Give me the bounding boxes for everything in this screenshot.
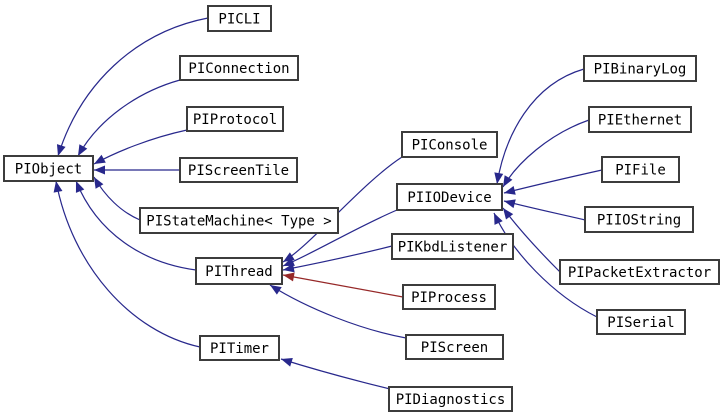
class-node-box[interactable] xyxy=(199,335,280,361)
class-node-box[interactable] xyxy=(559,259,720,285)
class-node-box[interactable] xyxy=(401,131,498,158)
arrowhead-PIScreen-to-PIThread xyxy=(270,285,282,295)
class-node-PIObject[interactable]: PIObject xyxy=(3,155,94,182)
class-node-box[interactable] xyxy=(3,155,94,182)
class-node-label: PIKbdListener xyxy=(398,240,508,256)
arrowhead-PIProtocol-to-PIObject xyxy=(94,154,106,164)
class-node-label: PIProtocol xyxy=(193,112,277,128)
inheritance-edge-PITimer-to-PIObject xyxy=(55,180,201,348)
class-node-label: PIScreenTile xyxy=(188,163,289,179)
class-node-label: PIIODevice xyxy=(407,190,491,206)
class-node-PIPacketExtractor[interactable]: PIPacketExtractor xyxy=(559,259,720,285)
class-node-label: PICLI xyxy=(218,12,260,28)
class-node-PIProcess[interactable]: PIProcess xyxy=(402,284,496,310)
inheritance-edge-PICLI-to-PIObject xyxy=(57,17,209,157)
arrowhead-PITimer-to-PIObject xyxy=(53,181,63,193)
class-node-label: PITimer xyxy=(210,341,269,357)
class-node-PIScreen[interactable]: PIScreen xyxy=(405,334,504,360)
class-node-label: PIFile xyxy=(615,163,666,179)
class-node-label: PIScreen xyxy=(421,340,488,356)
inheritance-edge-PIScreen-to-PIThread xyxy=(269,284,407,339)
class-node-box[interactable] xyxy=(186,106,284,132)
class-node-label: PISerial xyxy=(607,315,674,331)
class-node-box[interactable] xyxy=(391,233,514,260)
arrowhead-PIThread-to-PIObject xyxy=(75,181,85,193)
class-node-label: PIEthernet xyxy=(598,113,682,129)
class-node-PISerial[interactable]: PISerial xyxy=(596,309,686,335)
class-node-PIFile[interactable]: PIFile xyxy=(601,156,680,183)
arrowhead-PIConnection-to-PIObject xyxy=(78,144,88,156)
class-node-box[interactable] xyxy=(588,106,692,133)
inheritance-edge-PIProcess-to-PIThread xyxy=(282,274,404,298)
arrowhead-PIBinaryLog-to-PIIODevice xyxy=(494,172,504,184)
arrowhead-PIFile-to-PIIODevice xyxy=(504,185,516,195)
inheritance-edge-PIEthernet-to-PIIODevice xyxy=(502,119,590,188)
inheritance-edge-PIFile-to-PIIODevice xyxy=(503,169,603,194)
arrowhead-PIDiagnostics-to-PITimer xyxy=(281,357,293,367)
inheritance-edge-PIBinaryLog-to-PIIODevice xyxy=(496,68,585,185)
class-node-PICLI[interactable]: PICLI xyxy=(207,5,272,32)
class-node-label: PIPacketExtractor xyxy=(568,265,711,281)
class-node-box[interactable] xyxy=(179,157,298,183)
class-node-label: PIConnection xyxy=(188,61,289,77)
arrowhead-PICLI-to-PIObject xyxy=(56,144,66,156)
arrowhead-PIEthernet-to-PIIODevice xyxy=(503,175,513,187)
class-node-box[interactable] xyxy=(207,5,272,32)
class-node-PIThread[interactable]: PIThread xyxy=(195,257,283,285)
class-node-box[interactable] xyxy=(179,55,299,81)
arrowhead-PIPacketExtractor-to-PIIODevice xyxy=(503,208,514,220)
class-node-label: PIBinaryLog xyxy=(594,62,687,78)
class-node-box[interactable] xyxy=(388,386,513,412)
class-node-box[interactable] xyxy=(584,206,694,233)
inheritance-edge-PIIOString-to-PIIODevice xyxy=(503,200,586,221)
class-node-box[interactable] xyxy=(596,309,686,335)
arrowhead-PIProcess-to-PIThread xyxy=(283,272,295,282)
arrowhead-PIKbdListener-to-PIThread xyxy=(283,263,295,273)
arrowhead-PIIOString-to-PIIODevice xyxy=(504,199,516,209)
class-node-PIScreenTile[interactable]: PIScreenTile xyxy=(179,157,298,183)
class-node-box[interactable] xyxy=(601,156,680,183)
class-node-box[interactable] xyxy=(583,55,697,82)
class-node-label: PIProcess xyxy=(411,290,487,306)
class-node-PIBinaryLog[interactable]: PIBinaryLog xyxy=(583,55,697,82)
class-node-box[interactable] xyxy=(396,183,503,211)
class-node-box[interactable] xyxy=(402,284,496,310)
class-node-label: PIObject xyxy=(15,162,82,178)
class-node-label: PIIOString xyxy=(597,213,681,229)
inheritance-edge-PIProtocol-to-PIObject xyxy=(93,129,188,165)
class-node-PIConsole[interactable]: PIConsole xyxy=(401,131,498,158)
arrowhead-PIScreenTile-to-PIObject xyxy=(94,165,105,175)
arrowhead-PIStateMachine-to-PIObject xyxy=(94,177,104,189)
class-node-PIProtocol[interactable]: PIProtocol xyxy=(186,106,284,132)
class-node-label: PIDiagnostics xyxy=(396,392,506,408)
class-node-PIConnection[interactable]: PIConnection xyxy=(179,55,299,81)
class-node-label: PIThread xyxy=(205,264,272,280)
class-node-box[interactable] xyxy=(405,334,504,360)
class-node-PIIOString[interactable]: PIIOString xyxy=(584,206,694,233)
class-node-PIDiagnostics[interactable]: PIDiagnostics xyxy=(388,386,513,412)
class-node-PITimer[interactable]: PITimer xyxy=(199,335,280,361)
class-node-box[interactable] xyxy=(139,207,339,234)
inheritance-edge-PIThread-to-PIObject xyxy=(75,180,197,271)
inheritance-edge-PIConnection-to-PIObject xyxy=(77,79,181,157)
inheritance-edge-PISerial-to-PIIODevice xyxy=(493,212,598,318)
class-node-PIEthernet[interactable]: PIEthernet xyxy=(588,106,692,133)
class-node-label: PIStateMachine< Type > xyxy=(146,214,331,230)
inheritance-edge-PIDiagnostics-to-PITimer xyxy=(280,358,391,390)
arrowhead-PISerial-to-PIIODevice xyxy=(494,213,503,225)
class-node-PIIODevice[interactable]: PIIODevice xyxy=(396,183,503,211)
inheritance-edge-PIIODevice-to-PIThread xyxy=(282,209,398,267)
class-node-PIKbdListener[interactable]: PIKbdListener xyxy=(391,233,514,260)
class-node-PIStateMachine[interactable]: PIStateMachine< Type > xyxy=(139,207,339,234)
class-node-box[interactable] xyxy=(195,257,283,285)
class-node-label: PIConsole xyxy=(412,138,488,154)
arrowhead-PIIODevice-to-PIThread xyxy=(283,257,295,266)
